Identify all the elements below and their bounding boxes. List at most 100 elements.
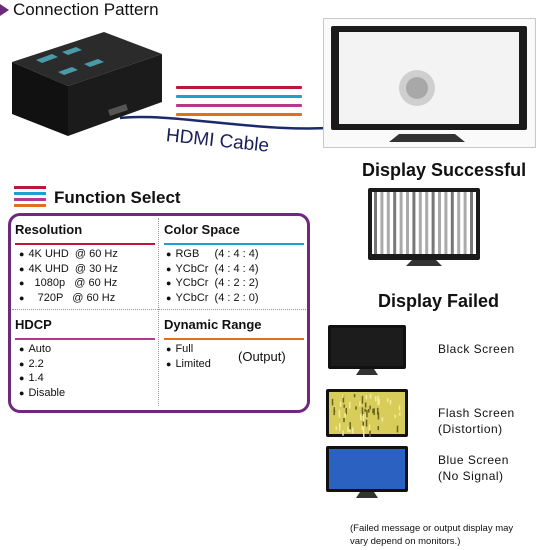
screen-noise	[368, 424, 371, 432]
blue-screen-label: Blue Screen (No Signal)	[438, 453, 509, 483]
screen-noise	[349, 401, 351, 409]
screen-noise	[333, 407, 336, 413]
screen-noise	[362, 414, 365, 422]
dynamic-range-item: ●Limited	[166, 357, 211, 370]
color-space-underline	[164, 243, 304, 245]
screen-stripe	[399, 192, 403, 254]
func-line-3	[14, 198, 46, 201]
screen-noise	[374, 396, 377, 402]
stripe-screen-icon	[368, 188, 480, 266]
color-space-list: ●RGB (4 : 4 : 4) ●YCbCr (4 : 4 : 4) ●YCb…	[164, 247, 304, 305]
screen-noise	[334, 406, 337, 411]
function-color-lines	[14, 186, 46, 210]
display-failed-heading: Display Failed	[378, 291, 500, 311]
screen-noise	[389, 399, 392, 405]
screen-noise	[364, 408, 366, 412]
cable-line-2	[176, 95, 302, 98]
screen-noise	[349, 422, 351, 430]
resolution-title: Resolution	[15, 222, 83, 237]
color-space-title: Color Space	[164, 222, 240, 237]
color-space-item: ●YCbCr (4 : 4 : 4)	[166, 262, 259, 275]
screen-noise	[362, 426, 365, 433]
screen-noise	[342, 394, 344, 398]
dynamic-range-list: ●Full ●Limited	[164, 342, 304, 371]
hdcp-item: ●Disable	[19, 386, 66, 399]
screen-noise	[342, 430, 344, 436]
panel-horizontal-divider	[12, 309, 306, 310]
screen-noise	[343, 417, 345, 423]
screen-stripe	[406, 192, 409, 254]
screen-noise	[369, 405, 371, 410]
screen-noise	[363, 429, 365, 438]
function-select-header: Function Select	[14, 186, 181, 210]
tv-monitor-icon	[331, 26, 527, 142]
screen-noise	[377, 411, 380, 420]
hdcp-underline	[15, 338, 155, 340]
screen-noise	[345, 407, 347, 415]
screen-stripe	[470, 192, 473, 254]
function-select-title: Function Select	[54, 188, 181, 207]
screen-noise	[377, 395, 379, 402]
screen-stripe	[438, 192, 441, 254]
black-screen-icon	[328, 325, 406, 375]
screen-stripe	[418, 192, 422, 254]
cable-line-1	[176, 86, 302, 89]
screen-stripe	[425, 192, 429, 254]
screen-noise	[378, 399, 380, 405]
function-select-panel	[8, 213, 310, 413]
func-line-1	[14, 186, 46, 189]
color-space-item: ●YCbCr (4 : 2 : 0)	[166, 291, 259, 304]
screen-noise	[369, 430, 371, 437]
screen-noise	[351, 427, 354, 434]
hdcp-list: ●Auto ●2.2 ●1.4 ●Disable	[15, 342, 155, 400]
resolution-item: ●4K UHD @ 30 Hz	[19, 262, 118, 275]
screen-noise	[349, 429, 351, 433]
screen-noise	[368, 409, 370, 413]
func-line-4	[14, 204, 46, 207]
screen-noise	[347, 426, 349, 432]
screen-noise	[372, 409, 374, 414]
screen-noise	[331, 398, 334, 406]
cable-line-3	[176, 104, 302, 107]
resolution-item: ●4K UHD @ 60 Hz	[19, 248, 118, 260]
resolution-item: ● 1080p @ 60 Hz	[19, 277, 118, 289]
screen-noise	[355, 406, 357, 410]
dynamic-range-item: ●Full	[166, 343, 194, 355]
output-label: (Output)	[238, 349, 286, 364]
screen-noise	[359, 401, 361, 407]
screen-noise	[381, 417, 384, 422]
screen-noise	[344, 413, 346, 418]
hdcp-title: HDCP	[15, 317, 52, 332]
screen-noise	[361, 407, 364, 414]
triangle-bullet-icon	[0, 4, 9, 16]
screen-stripe	[380, 192, 384, 254]
hdcp-item: ●Auto	[19, 343, 52, 355]
screen-noise	[362, 421, 365, 426]
resolution-underline	[15, 243, 155, 245]
screen-noise	[365, 414, 367, 418]
screen-noise	[361, 395, 364, 404]
screen-noise	[361, 412, 364, 416]
screen-noise	[373, 408, 375, 416]
screen-stripe	[393, 192, 397, 254]
dynamic-range-underline	[164, 338, 304, 340]
screen-noise	[369, 393, 372, 399]
connection-pattern-title: Connection Pattern	[0, 0, 159, 20]
hdmi-cable-line	[119, 115, 355, 130]
screen-noise	[343, 404, 345, 408]
hdcp-item: ●2.2	[19, 357, 44, 370]
screen-noise	[339, 401, 342, 407]
flash-screen-label: Flash Screen (Distortion)	[438, 406, 515, 436]
screen-noise	[360, 413, 362, 421]
screen-noise	[353, 394, 356, 398]
flash-screen-icon	[326, 389, 408, 438]
black-screen-label: Black Screen	[438, 342, 515, 356]
resolution-list: ●4K UHD @ 60 Hz ●4K UHD @ 30 Hz ● 1080p …	[15, 247, 155, 305]
screen-stripe	[450, 192, 454, 254]
color-space-section: Color Space ●RGB (4 : 4 : 4) ●YCbCr (4 :…	[164, 222, 304, 305]
connection-pattern-label: Connection Pattern	[13, 0, 159, 19]
hdcp-section: HDCP ●Auto ●2.2 ●1.4 ●Disable	[15, 317, 155, 400]
screen-noise	[398, 405, 401, 411]
display-successful-heading: Display Successful	[362, 160, 527, 180]
screen-stripe	[457, 192, 461, 254]
